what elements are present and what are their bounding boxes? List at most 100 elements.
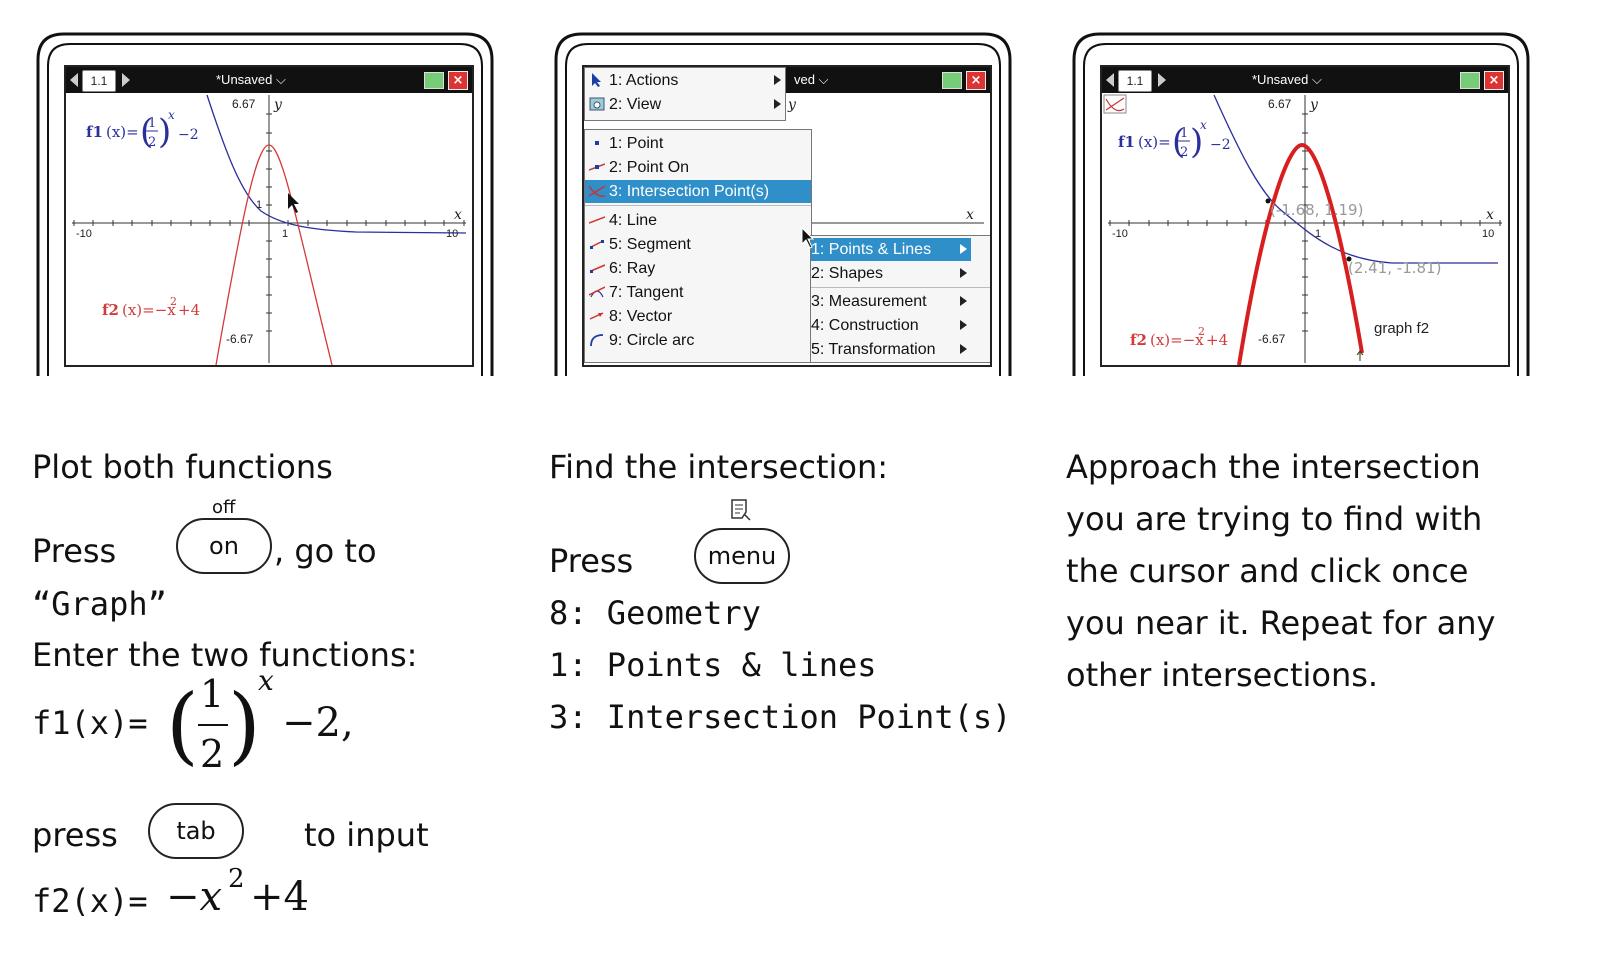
device-bezel (1072, 32, 1530, 376)
page-right-arrow-icon[interactable] (122, 73, 130, 87)
col1-enter-functions: Enter the two functions: (32, 636, 418, 674)
on-key[interactable]: on (176, 518, 272, 574)
page-left-arrow-icon[interactable] (1106, 73, 1114, 87)
menu-item-intersection-points[interactable]: 3: Intersection Point(s) (585, 180, 811, 203)
menu-item-shapes[interactable]: 2: Shapes (811, 262, 971, 285)
page-tab[interactable]: 1.1 (82, 70, 116, 92)
y-axis-label: y (273, 97, 283, 113)
calculator-screen: ved ⌵ × y x 1: Actions 2: View 1: Point (582, 65, 992, 367)
svg-text:x: x (966, 207, 974, 223)
intersection-point-1-label: (-1.68, 1.19) (1270, 201, 1363, 219)
col2-step-points-lines: 1: Points & lines (549, 646, 877, 684)
col3-line-3: the cursor and click once (1066, 552, 1469, 590)
col3-line-4: you near it. Repeat for any (1066, 604, 1496, 642)
document-title[interactable]: *Unsaved ⌵ (1252, 72, 1322, 87)
f2-curve-selected[interactable] (1237, 142, 1364, 365)
calculator-screen: 1.1 *Unsaved ⌵ × (1100, 65, 1510, 367)
y-one-label: 1 (256, 199, 262, 211)
col1-press2: press (32, 816, 118, 854)
tab-key[interactable]: tab (148, 803, 244, 859)
svg-text:): ) (158, 112, 171, 152)
x-axis-ticks (73, 220, 465, 226)
f1-label[interactable]: f1 (x)= ( 1 2 ) x −2 (1118, 118, 1231, 162)
svg-text:(x)=−x: (x)=−x (122, 301, 176, 319)
svg-text:f1: f1 (1118, 133, 1135, 151)
menu-item-point[interactable]: 1: Point (585, 132, 811, 155)
col3-line-2: you are trying to find with (1066, 500, 1483, 538)
intersection-point-2[interactable] (1346, 256, 1352, 262)
menu-separator (585, 205, 811, 206)
page-left-arrow-icon[interactable] (70, 73, 78, 87)
menu-item-vector[interactable]: 8: Vector (585, 305, 811, 328)
f2-label[interactable]: f2 (x)=−x 2 +4 (102, 295, 200, 319)
menu-key[interactable]: menu (694, 528, 790, 584)
vector-icon (589, 312, 604, 320)
point-on-icon (589, 163, 605, 171)
f2-curve[interactable] (215, 144, 333, 365)
svg-text:2: 2 (1180, 145, 1188, 160)
svg-text:(: ( (140, 112, 153, 152)
device-bezel (554, 32, 1012, 376)
menu-item-tangent[interactable]: 7: Tangent (585, 281, 811, 304)
menu-item-point-on[interactable]: 2: Point On (585, 156, 811, 179)
svg-text:(: ( (1172, 122, 1185, 162)
f1-curve[interactable] (1213, 94, 1498, 264)
menu-item-points-lines[interactable]: 1: Points & Lines (811, 238, 971, 261)
page-tab[interactable]: 1.1 (1118, 70, 1152, 92)
document-title-partial[interactable]: ved ⌵ (794, 72, 829, 87)
f1-label[interactable]: f1 (x)= ( 1 2 ) x −2 (86, 108, 199, 152)
f1-curve[interactable] (206, 94, 467, 234)
category-submenu: 1: Points & Lines 2: Shapes 3: Measureme… (810, 235, 990, 363)
graph-area[interactable]: (-1.68, 1.19) (2.41, -1.81) -10 10 1 6.6… (1102, 93, 1508, 365)
svg-text:+4: +4 (178, 301, 200, 319)
col1-press-label: Press (32, 532, 117, 570)
calculator-screenshot-1: 1.1 *Unsaved ⌵ × (34, 30, 496, 380)
col2-press-label: Press (549, 542, 634, 580)
svg-text:f1: f1 (86, 123, 103, 141)
intersection-point-1[interactable] (1265, 198, 1271, 204)
ray-icon (590, 264, 605, 273)
intersection-point-2-label: (2.41, -1.81) (1348, 259, 1441, 277)
y-axis-ticks (266, 113, 272, 332)
svg-text:2: 2 (170, 295, 177, 308)
close-icon[interactable]: × (448, 71, 468, 90)
menu-item-transformation[interactable]: 5: Transformation (811, 338, 971, 361)
menu-item-circle-arc[interactable]: 9: Circle arc (585, 329, 811, 352)
point-icon (595, 141, 599, 145)
off-key-label: off (212, 497, 236, 518)
view-icon (589, 97, 605, 111)
col1-heading: Plot both functions (32, 448, 333, 486)
x-max-label: 10 (446, 228, 458, 240)
close-icon[interactable]: × (966, 71, 986, 90)
svg-text:+4: +4 (1206, 331, 1228, 349)
menu-item-segment[interactable]: 5: Segment (585, 233, 811, 256)
close-icon[interactable]: × (1484, 71, 1504, 90)
menu-item-construction[interactable]: 4: Construction (811, 314, 971, 337)
svg-text:f2: f2 (1130, 331, 1147, 349)
document-title[interactable]: *Unsaved ⌵ (216, 72, 286, 87)
graph-area: y x (787, 97, 984, 224)
menu-item-measurement[interactable]: 3: Measurement (811, 290, 971, 313)
x-axis-label: x (454, 207, 462, 223)
calculator-screenshot-3: 1.1 *Unsaved ⌵ × (1070, 30, 1532, 380)
col3-line-1: Approach the intersection (1066, 448, 1481, 486)
x-one-label: 1 (1315, 228, 1321, 240)
svg-text:(x)=: (x)= (1138, 133, 1171, 151)
x-axis-label: x (1486, 207, 1494, 223)
svg-text:x: x (168, 108, 175, 122)
calculator-screen: 1.1 *Unsaved ⌵ × (64, 65, 474, 367)
x-axis-ticks (1109, 220, 1501, 226)
f2-label[interactable]: f2 (x)=−x 2 +4 (1130, 325, 1228, 349)
x-min-label: -10 (76, 228, 92, 240)
graph-area[interactable]: -10 10 1 1 6.67 -6.67 y x f1 (x)= ( 1 2 … (66, 93, 472, 365)
top-menu: 1: Actions 2: View (584, 67, 786, 121)
page-right-arrow-icon[interactable] (1158, 73, 1166, 87)
menu-item-ray[interactable]: 6: Ray (585, 257, 811, 280)
y-axis-ticks (1302, 113, 1308, 332)
menu-item-view[interactable]: 2: View (585, 93, 785, 116)
title-bar: 1.1 *Unsaved ⌵ × (66, 67, 472, 93)
arrow-pointer-icon (592, 73, 601, 87)
menu-item-line[interactable]: 4: Line (585, 209, 811, 232)
y-min-label: -6.67 (1258, 332, 1286, 346)
menu-item-actions[interactable]: 1: Actions (585, 69, 785, 92)
